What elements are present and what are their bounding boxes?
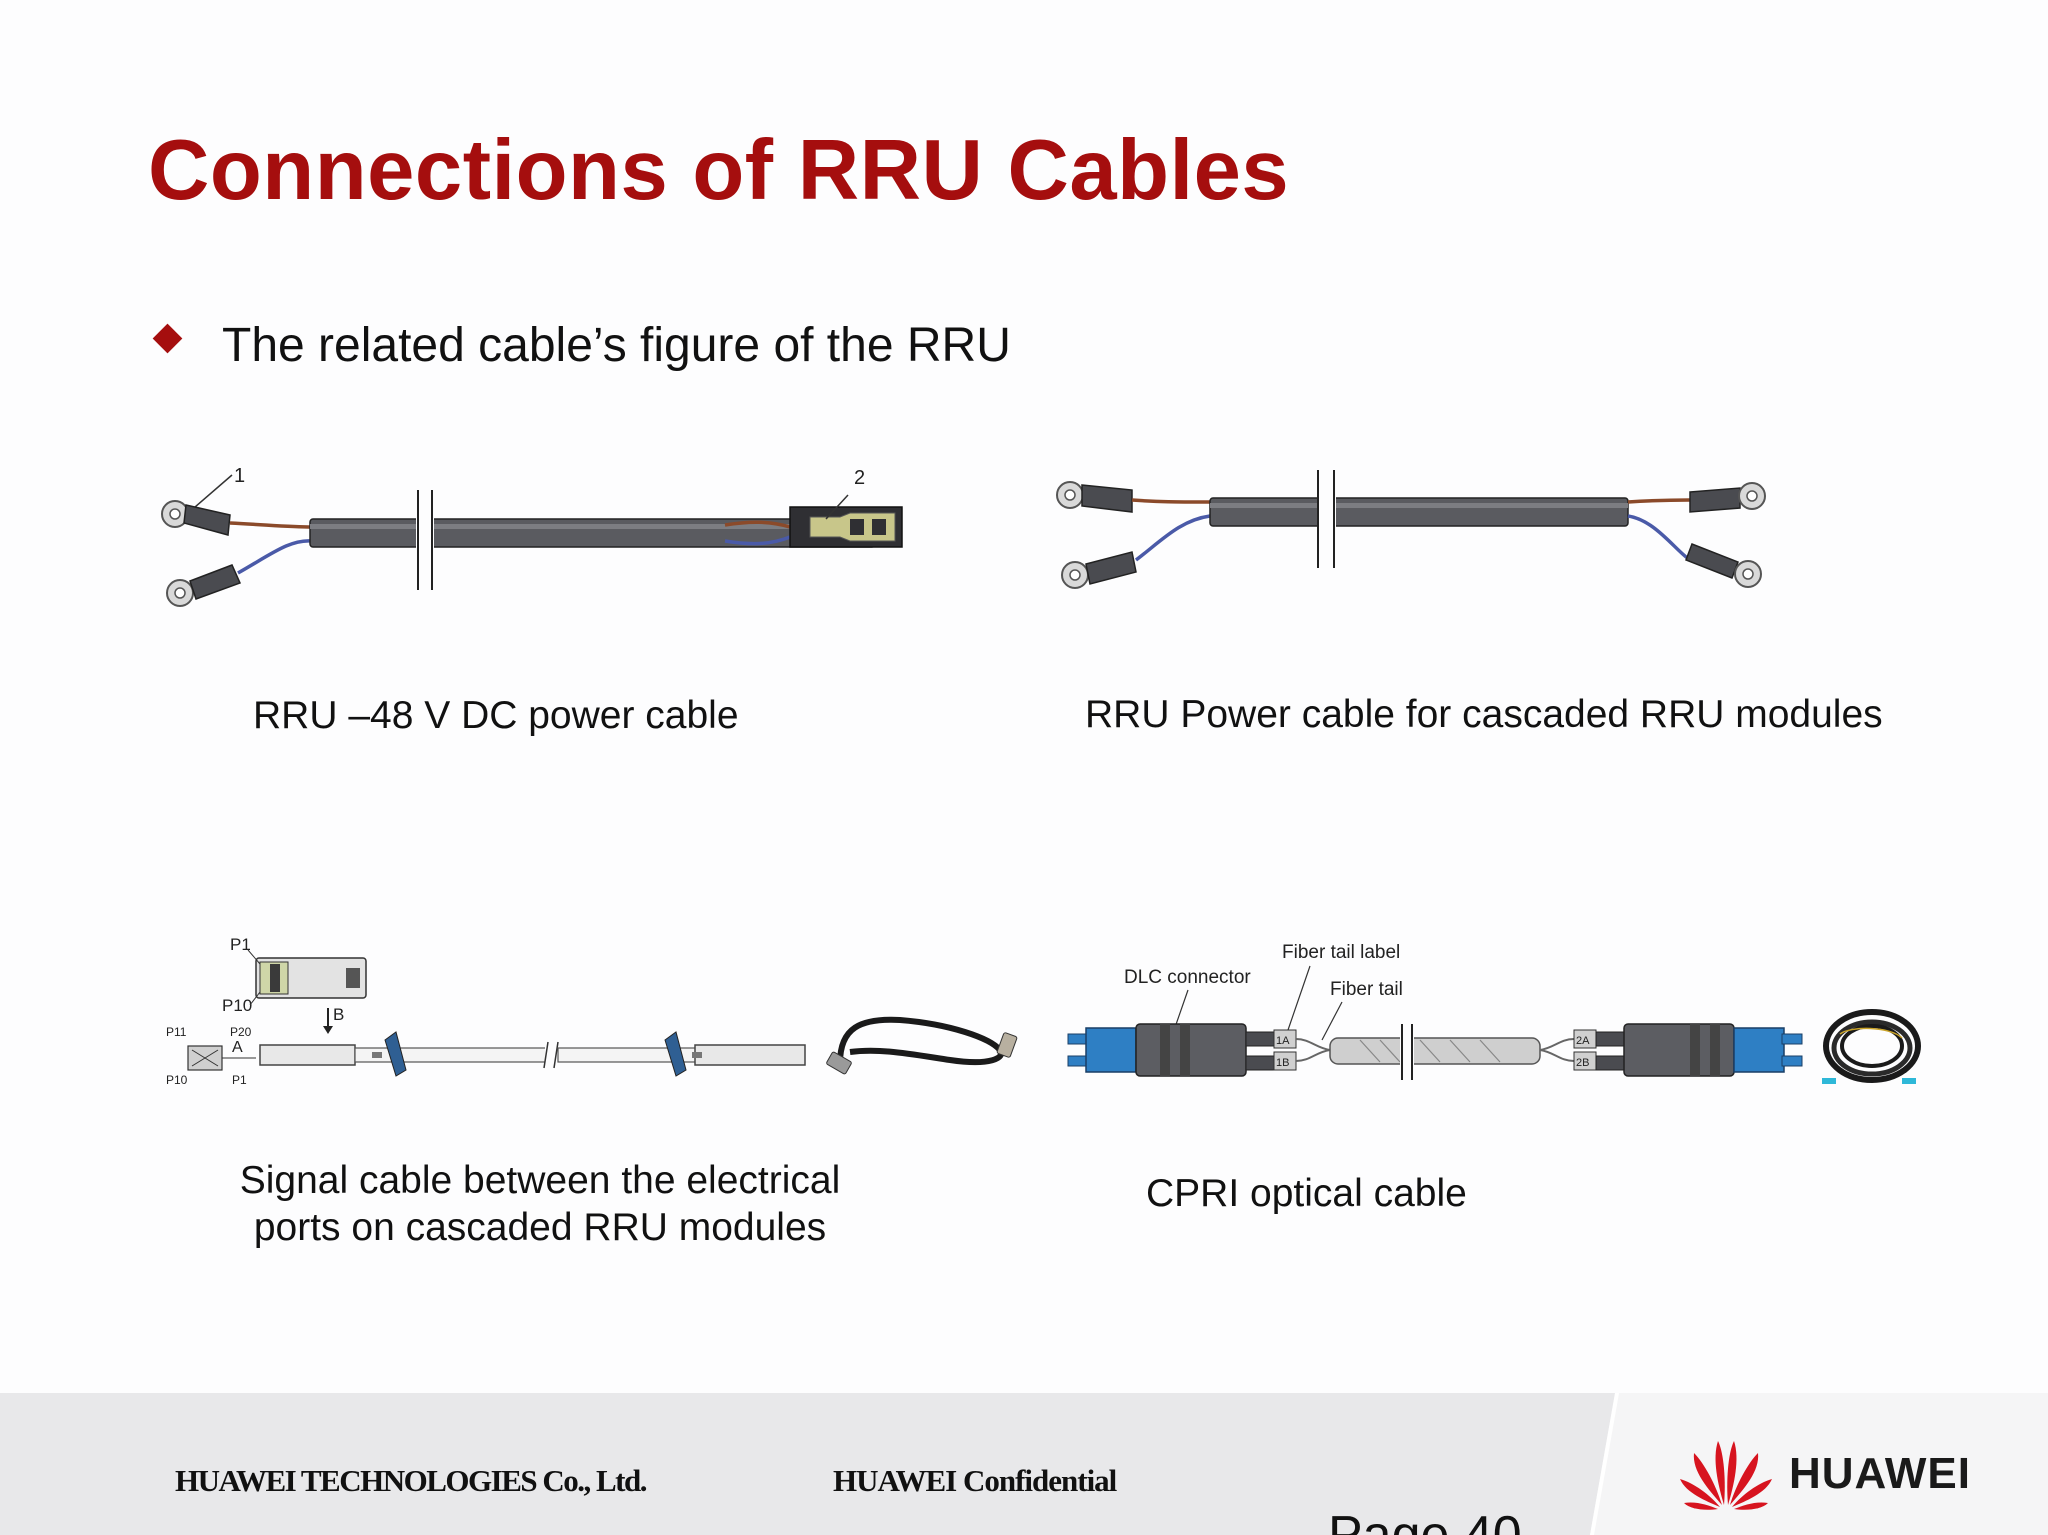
label-dlc-connector: DLC connector [1124,967,1251,988]
label-fiber-tail-label: Fiber tail label [1282,942,1400,963]
ring-terminal-icon [1689,482,1766,513]
label-p20: P20 [230,1025,252,1039]
label-p10-bottom: P10 [166,1073,188,1087]
ring-terminal-icon [166,564,242,607]
port-1a: 1A [1276,1035,1290,1047]
footer-confidential: HUAWEI Confidential [833,1463,1117,1498]
huawei-logo-icon [1680,1441,1772,1510]
ring-terminal-icon [1685,543,1762,588]
port-2b: 2B [1576,1057,1589,1069]
coiled-fiber-icon [1822,1009,1921,1084]
dc-power-cable-caption: RRU –48 V DC power cable [253,694,739,737]
slide-footer: HUAWEI TECHNOLOGIES Co., Ltd. HUAWEI Con… [0,1393,2048,1535]
diamond-bullet-icon [152,323,183,354]
port-1b: 1B [1276,1057,1289,1069]
page-number: Page 40 [1328,1506,1522,1535]
bullet-text: The related cable’s figure of the RRU [222,319,1011,372]
label-b: B [333,1005,344,1024]
label-p1-bottom: P1 [232,1073,247,1087]
signal-caption-line2: ports on cascaded RRU modules [253,1206,827,1249]
brand-name: HUAWEI [1789,1449,1971,1498]
coiled-cable-icon [826,1016,1018,1075]
footer-company: HUAWEI TECHNOLOGIES Co., Ltd. [175,1463,648,1498]
label-p1-top: P1 [230,935,251,954]
cascade-power-cable-caption: RRU Power cable for cascaded RRU modules [1085,693,1883,736]
label-p11: P11 [166,1025,187,1039]
dc-power-cable-figure: 1 2 [161,465,903,607]
cascade-power-cable-figure [1056,470,1766,589]
ring-terminal-icon [1061,551,1137,589]
label-a: A [232,1039,243,1056]
port-2a: 2A [1576,1035,1590,1047]
label-fiber-tail: Fiber tail [1330,979,1403,1000]
cpri-optical-cable-caption: CPRI optical cable [1146,1172,1467,1215]
label-p10-top: P10 [222,996,252,1015]
callout-1: 1 [234,465,245,487]
signal-cable-caption: Signal cable between the electrical port… [230,1157,850,1251]
signal-caption-line1: Signal cable between the electrical [239,1159,841,1202]
signal-cable-figure: P1 P10 B P11 P20 A P10 P1 [166,935,1018,1087]
cpri-optical-cable-figure: Fiber tail label DLC connector Fiber tai… [1067,942,1921,1084]
callout-2: 2 [854,467,865,489]
ring-terminal-icon [1056,481,1133,513]
slide-title: Connections of RRU Cables [148,123,1290,218]
ring-terminal-icon [161,500,231,536]
